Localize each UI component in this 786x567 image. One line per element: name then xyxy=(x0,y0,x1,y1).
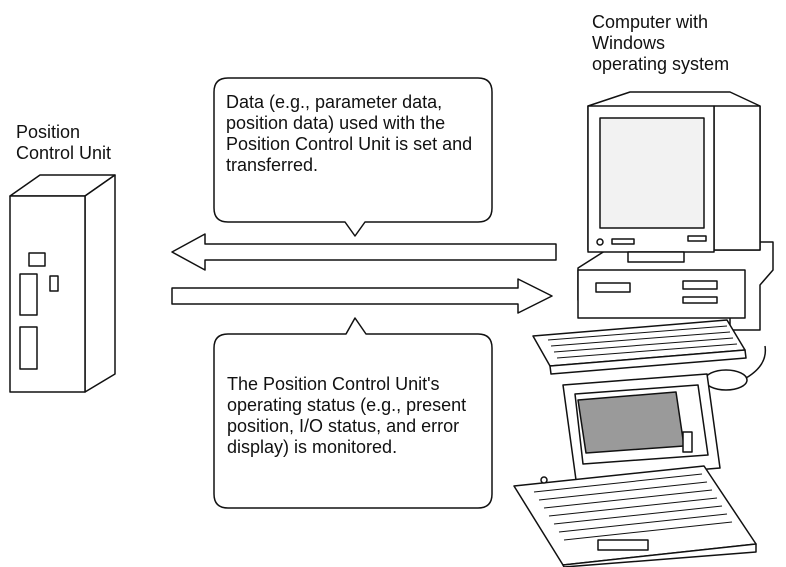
bottom-callout-bubble xyxy=(213,317,493,509)
laptop-computer xyxy=(513,373,757,567)
desktop-computer xyxy=(532,91,774,391)
monitor-arrow xyxy=(171,278,553,314)
top-callout-bubble xyxy=(213,77,493,237)
monitor-description: The Position Control Unit's operating st… xyxy=(227,374,467,457)
computer-label: Computer with Windows operating system xyxy=(592,12,730,74)
position-control-unit-label: Position Control Unit xyxy=(16,122,112,163)
transfer-arrow xyxy=(171,233,557,271)
position-control-unit xyxy=(9,174,116,393)
transfer-description: Data (e.g., parameter data, position dat… xyxy=(226,92,473,175)
